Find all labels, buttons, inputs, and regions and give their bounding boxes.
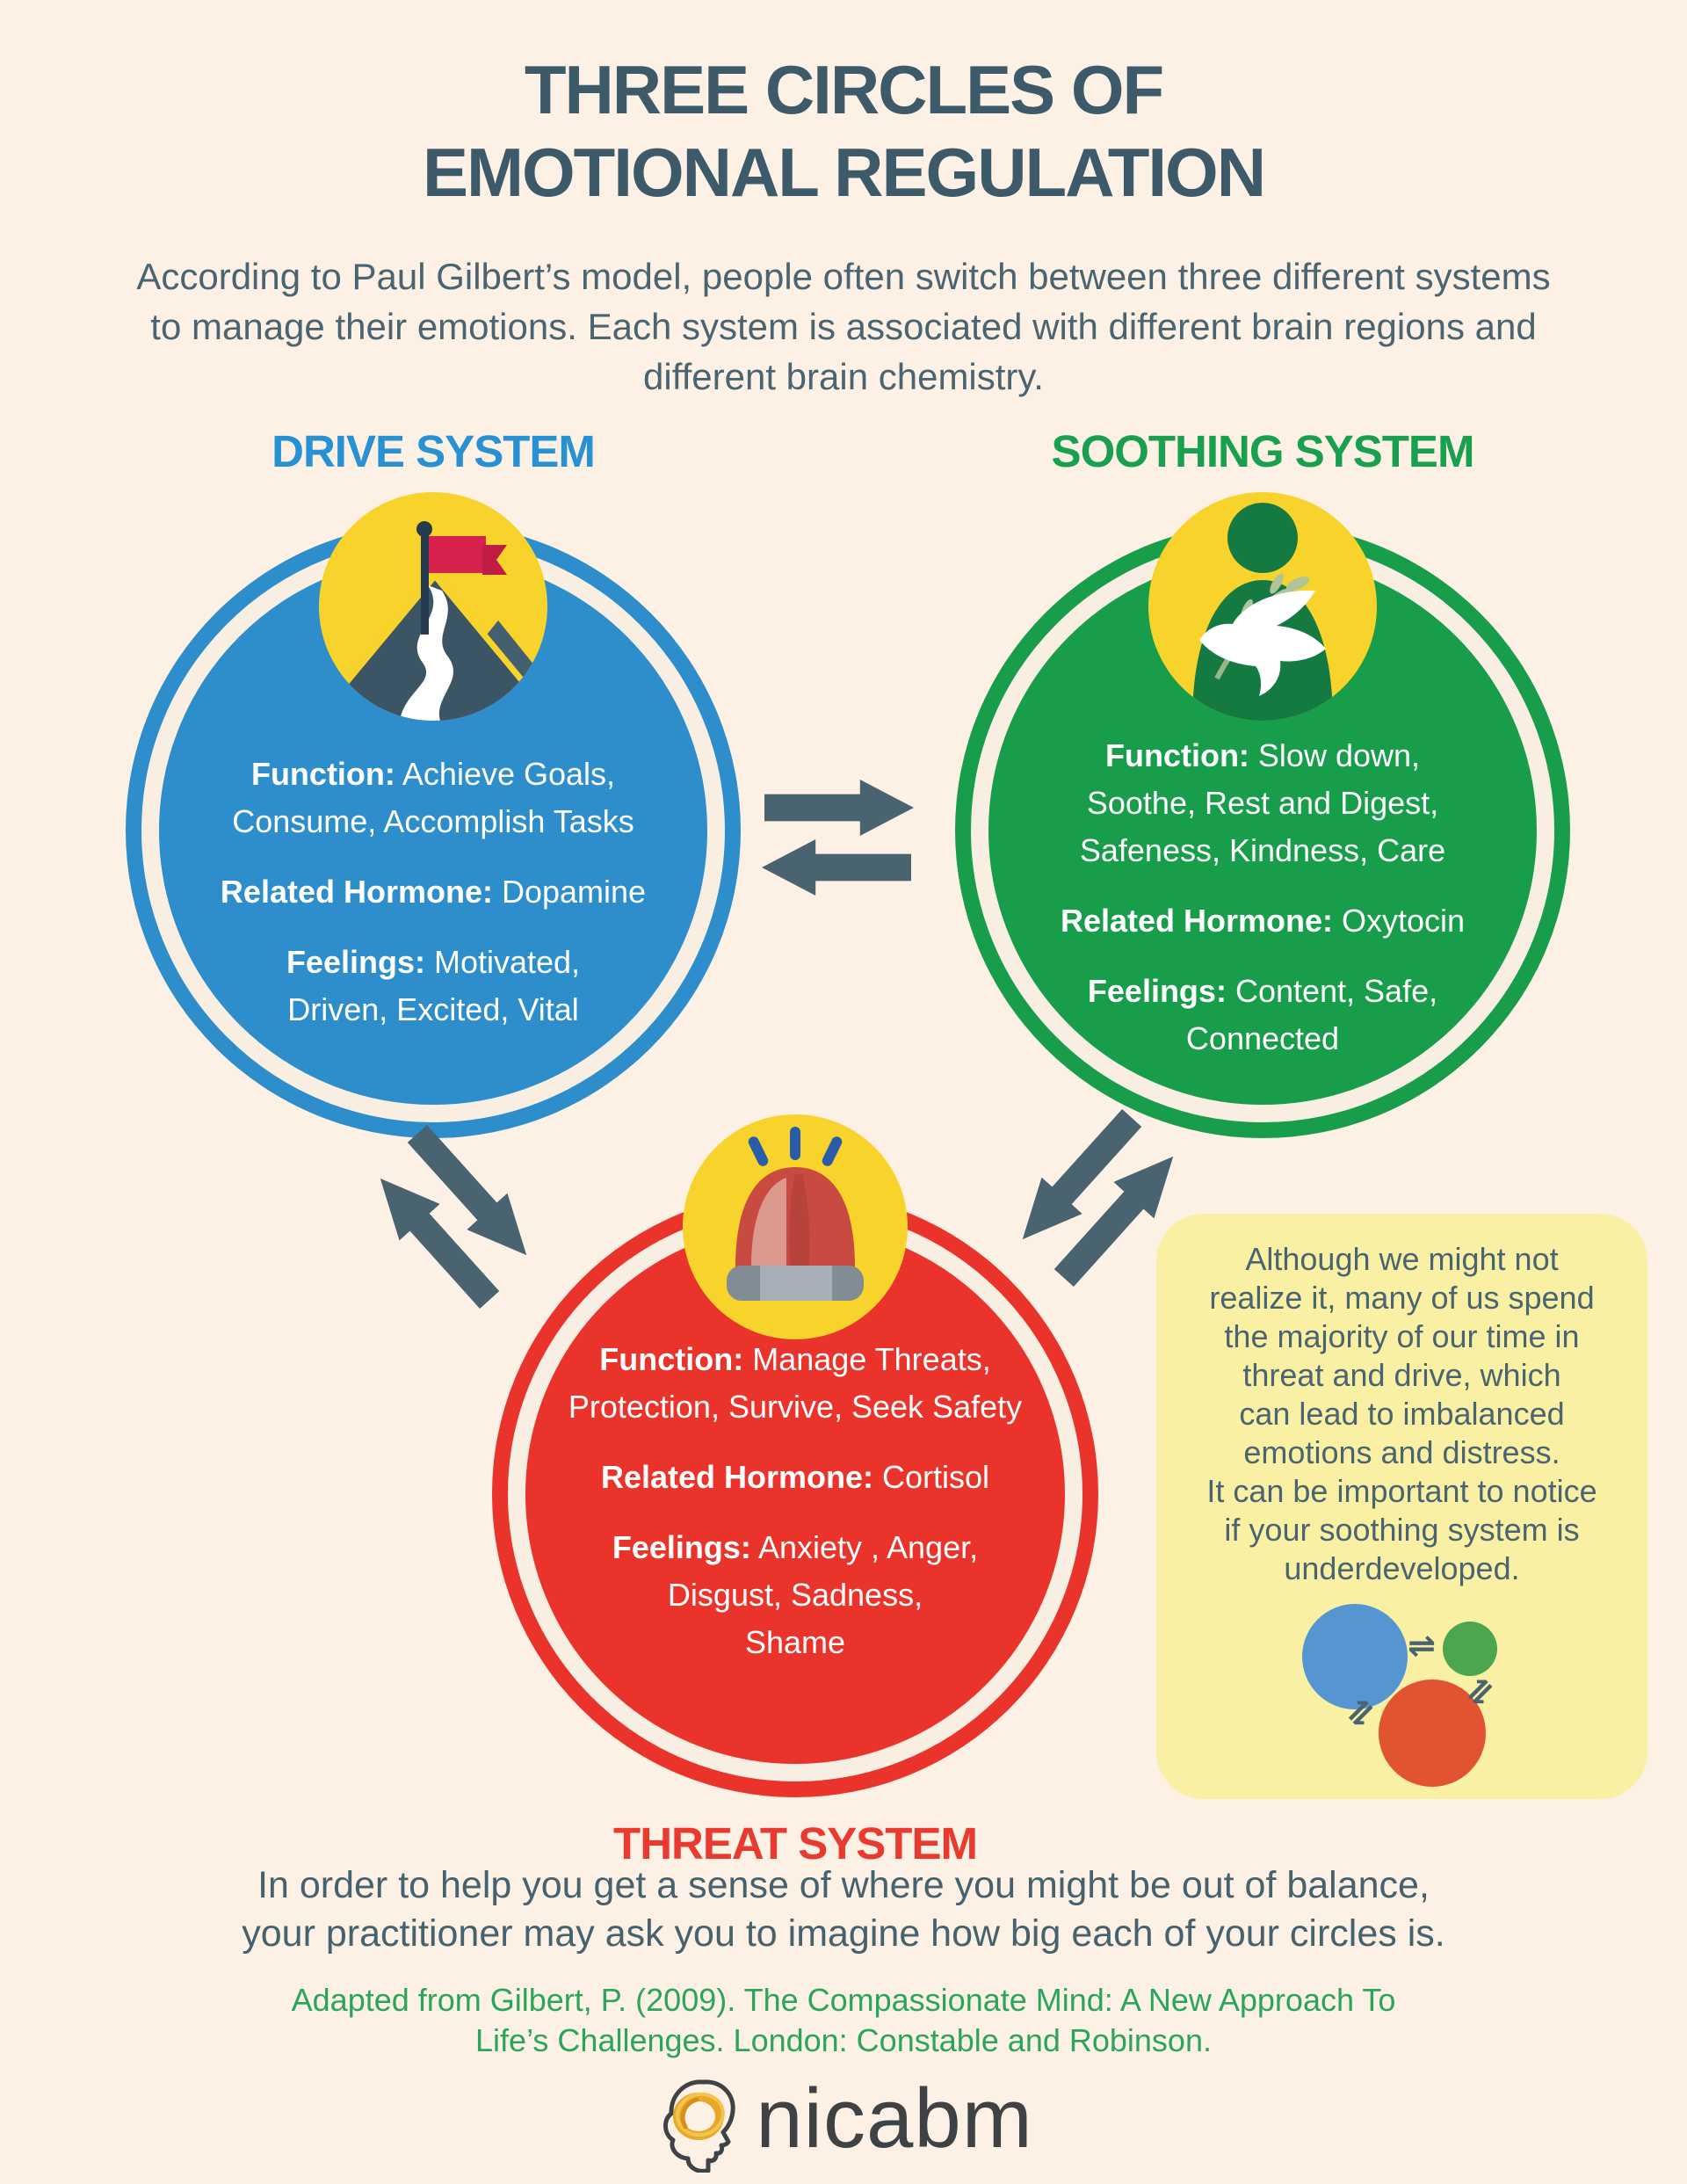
threat-system-heading: THREAT SYSTEM	[613, 1818, 978, 1868]
brain-head-logo-icon	[663, 2079, 735, 2173]
drive-function: Function: Achieve Goals, Consume, Accomp…	[177, 751, 690, 845]
drive-hormone: Related Hormone: Dopamine	[177, 868, 690, 916]
siren-icon	[727, 1127, 864, 1301]
soothing-function: Function: Slow down, Soothe, Rest and Di…	[1006, 732, 1519, 874]
drive-function-value: Achieve Goals, Consume, Accomplish Tasks	[232, 756, 634, 839]
threat-to-drive-arrow	[360, 1160, 510, 1318]
drive-feelings-label: Feelings:	[286, 944, 425, 980]
soothing-to-drive-arrow	[762, 839, 911, 896]
threat-circle-text: Function: Manage Threats, Protection, Su…	[543, 1336, 1047, 1666]
soothing-system-heading: SOOTHING SYSTEM	[1051, 426, 1475, 476]
soothing-function-value: Slow down, Soothe, Rest and Digest, Safe…	[1079, 737, 1446, 868]
drive-to-threat-arrow	[397, 1115, 547, 1273]
drive-hormone-value: Dopamine	[492, 874, 647, 910]
mini-soothing-circle	[1443, 1622, 1497, 1676]
threat-feelings-value: Anxiety , Anger, Disgust, Sadness, Shame	[667, 1529, 979, 1660]
citation-text: Adapted from Gilbert, P. (2009). The Com…	[291, 1982, 1396, 2058]
soothing-feelings-value: Content, Safe, Connected	[1185, 973, 1438, 1056]
drive-system-heading: DRIVE SYSTEM	[272, 426, 596, 476]
logo-wordmark: nicabm	[756, 2072, 1033, 2166]
threat-feelings: Feelings: Anxiety , Anger, Disgust, Sadn…	[543, 1524, 1047, 1666]
threat-hormone: Related Hormone: Cortisol	[543, 1454, 1047, 1501]
soothing-feelings: Feelings: Content, Safe, Connected	[1006, 968, 1519, 1063]
soothing-function-label: Function:	[1104, 737, 1249, 773]
soothing-hormone: Related Hormone: Oxytocin	[1006, 897, 1519, 945]
soothing-icon-badge	[1148, 492, 1377, 721]
nicabm-logo: nicabm	[0, 2071, 1687, 2176]
intro-paragraph: According to Paul Gilbert’s model, peopl…	[136, 256, 1551, 397]
soothing-hormone-label: Related Hormone:	[1060, 903, 1333, 939]
soothing-feelings-label: Feelings:	[1087, 973, 1227, 1009]
drive-icon-badge	[319, 492, 547, 721]
exchange-arrows-icon: ⇌	[1408, 1626, 1436, 1665]
drive-to-soothing-arrow	[764, 780, 914, 836]
soothing-hormone-value: Oxytocin	[1333, 903, 1466, 939]
drive-feelings-value: Motivated, Driven, Excited, Vital	[287, 944, 581, 1027]
drive-function-label: Function:	[250, 756, 395, 792]
threat-function-label: Function:	[599, 1341, 744, 1377]
note-callout-box: Although we might not realize it, many o…	[1156, 1214, 1647, 1799]
threat-function-value: Manage Threats, Protection, Survive, See…	[568, 1341, 1023, 1425]
threat-hormone-label: Related Hormone:	[600, 1459, 873, 1495]
threat-hormone-value: Cortisol	[873, 1459, 990, 1495]
threat-icon-badge	[683, 1114, 908, 1339]
drive-hormone-label: Related Hormone:	[220, 874, 493, 910]
mini-drive-circle	[1302, 1604, 1408, 1709]
mini-threat-circle	[1379, 1680, 1486, 1787]
closing-paragraph: In order to help you get a sense of wher…	[242, 1864, 1445, 1955]
page-title: THREE CIRCLES OF EMOTIONAL REGULATION	[422, 51, 1266, 211]
dove-person-icon	[1192, 503, 1333, 721]
drive-feelings: Feelings: Motivated, Driven, Excited, Vi…	[177, 939, 690, 1034]
note-text: Although we might not realize it, many o…	[1206, 1241, 1597, 1586]
threat-function: Function: Manage Threats, Protection, Su…	[543, 1336, 1047, 1431]
mountain-flag-icon	[319, 521, 547, 721]
soothing-circle-text: Function: Slow down, Soothe, Rest and Di…	[1006, 732, 1519, 1063]
threat-feelings-label: Feelings:	[612, 1529, 751, 1565]
drive-circle-text: Function: Achieve Goals, Consume, Accomp…	[177, 751, 690, 1034]
